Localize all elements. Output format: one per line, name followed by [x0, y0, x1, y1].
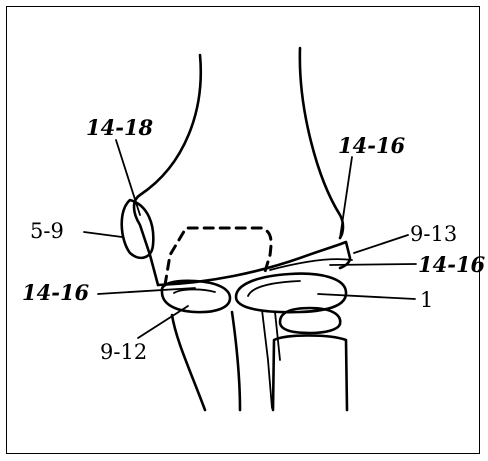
- femur-right-contour: [300, 48, 343, 238]
- fibula-block: [273, 336, 347, 411]
- tibia-shaft-right: [232, 312, 240, 410]
- label-left-lower: 9-12: [100, 340, 147, 364]
- intercondylar-outline: [165, 228, 271, 285]
- leader-left-lower: [138, 306, 188, 338]
- leader-right-middle: [330, 264, 416, 265]
- label-right-lower: 1: [420, 288, 433, 312]
- tibia-left-contour: [172, 315, 205, 410]
- leader-right-upper: [354, 235, 408, 253]
- meniscus-left-inner: [174, 289, 215, 293]
- leader-top-right: [340, 157, 352, 238]
- label-right-middle: 14-16: [418, 252, 486, 277]
- label-top-right: 14-16: [338, 133, 406, 158]
- label-top-left: 14-18: [86, 115, 154, 140]
- meniscus-right-inner: [248, 281, 300, 296]
- condyle-surface: [158, 242, 350, 285]
- label-right-upper: 9-13: [410, 222, 457, 246]
- leader-right-lower: [318, 294, 415, 299]
- label-left-upper: 5-9: [30, 219, 64, 243]
- leader-left-upper: [84, 232, 122, 237]
- meniscus-right: [236, 274, 346, 313]
- label-left-middle: 14-16: [22, 280, 90, 305]
- femur-left-contour: [134, 55, 201, 285]
- cruciate-ligament: [262, 310, 272, 408]
